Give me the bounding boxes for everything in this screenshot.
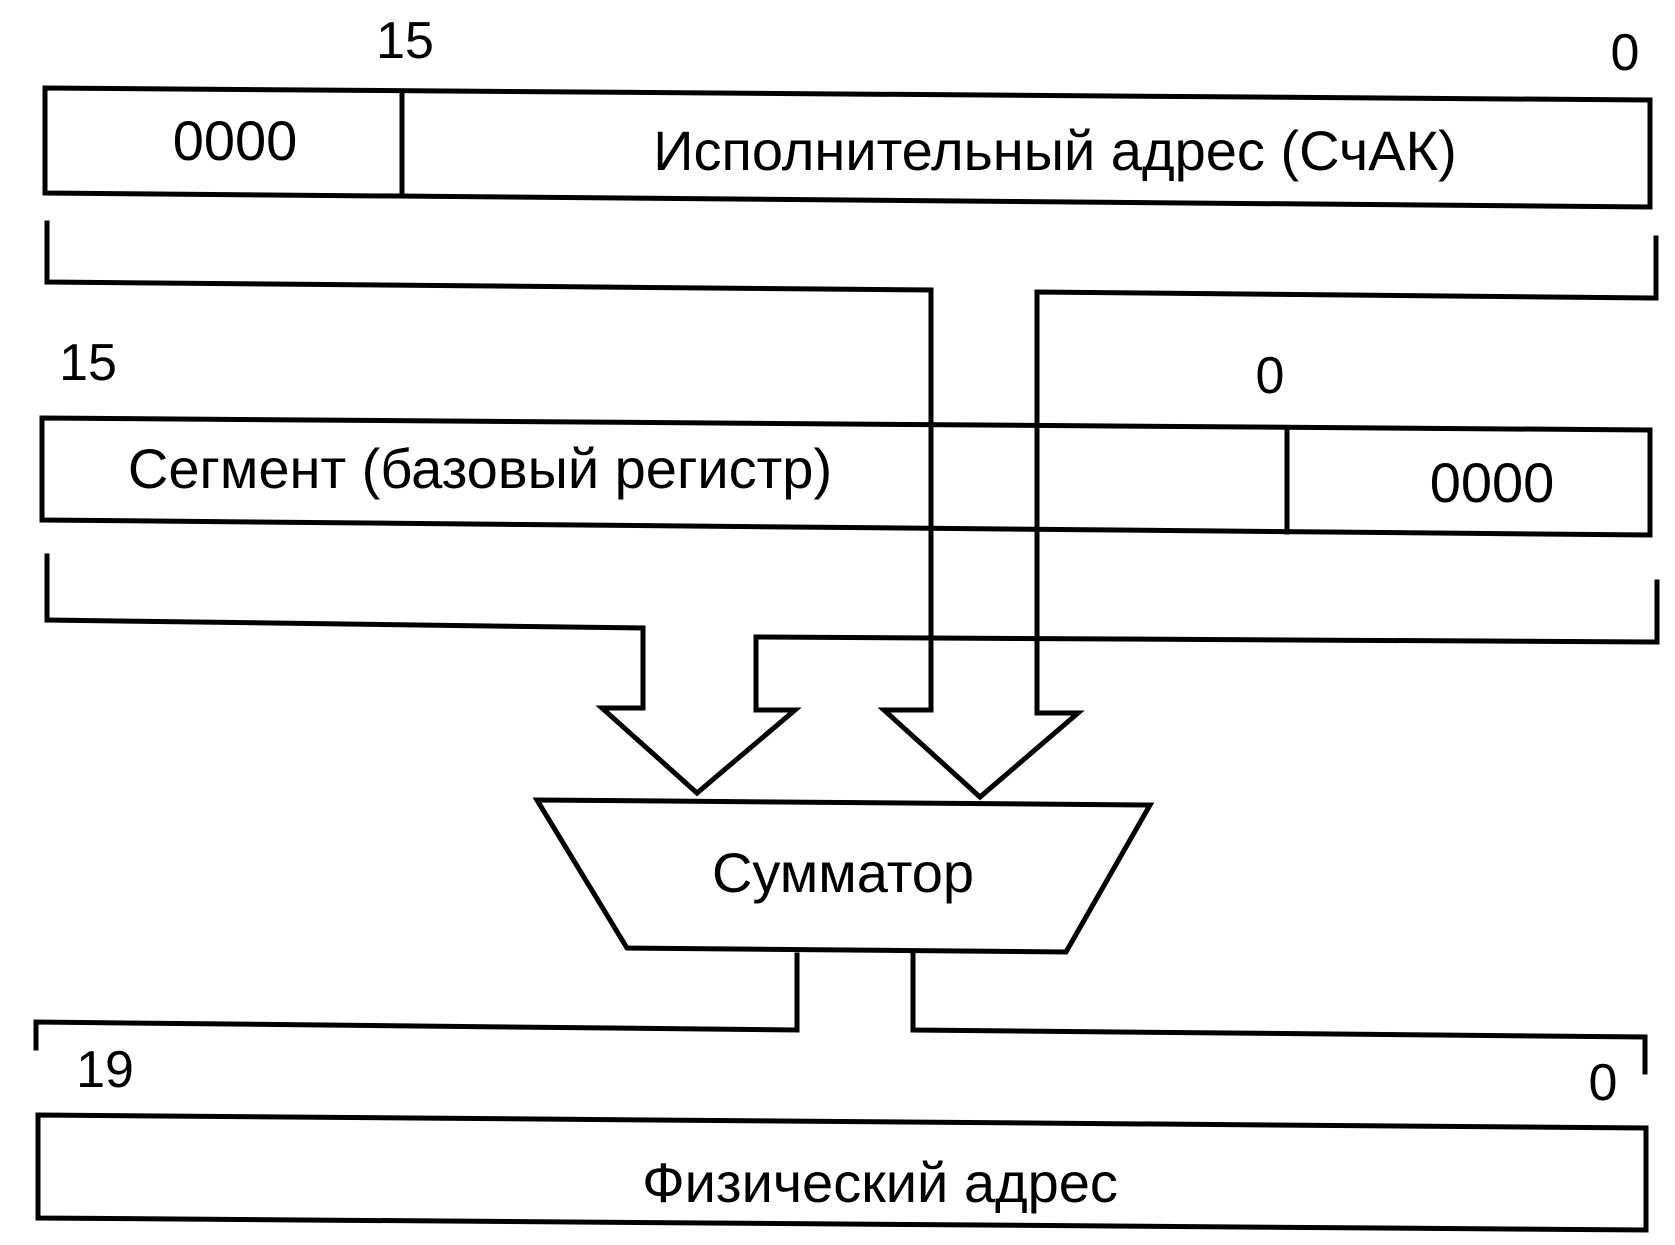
segment-low-bit: 0: [1256, 347, 1285, 405]
physical-address-label: Физический адрес: [642, 1151, 1118, 1214]
offset-low-bit: 0: [1611, 24, 1640, 82]
adder-shape: [532, 797, 1155, 955]
physical-low-bit: 0: [1589, 1054, 1618, 1112]
segment-high-bit: 15: [59, 334, 117, 392]
segment-register-box: [39, 415, 1653, 538]
segment-to-adder-arrow: [44, 553, 1660, 797]
segment-register-label: Сегмент (базовый регистр): [128, 437, 832, 500]
segment-register: 15 0 Сегмент (базовый регистр) 0000: [39, 334, 1653, 538]
adder-output-bracket: [33, 952, 1648, 1075]
adder-label: Сумматор: [712, 841, 974, 904]
physical-high-bit: 19: [76, 1041, 134, 1099]
offset-high-bit: 15: [376, 12, 434, 70]
segment-zero-field: 0000: [1430, 451, 1555, 514]
adder: Сумматор: [532, 797, 1155, 955]
offset-to-adder-arrow: [44, 220, 1659, 801]
physical-address-box: [35, 1112, 1649, 1233]
physical-address-register: 19 0 Физический адрес: [35, 1041, 1649, 1233]
offset-register: 15 0 0000 Исполнительный адрес (СчАК): [42, 12, 1653, 210]
offset-register-box: [42, 85, 1653, 210]
offset-register-label: Исполнительный адрес (СчАК): [653, 119, 1456, 182]
offset-zero-field: 0000: [173, 109, 298, 172]
